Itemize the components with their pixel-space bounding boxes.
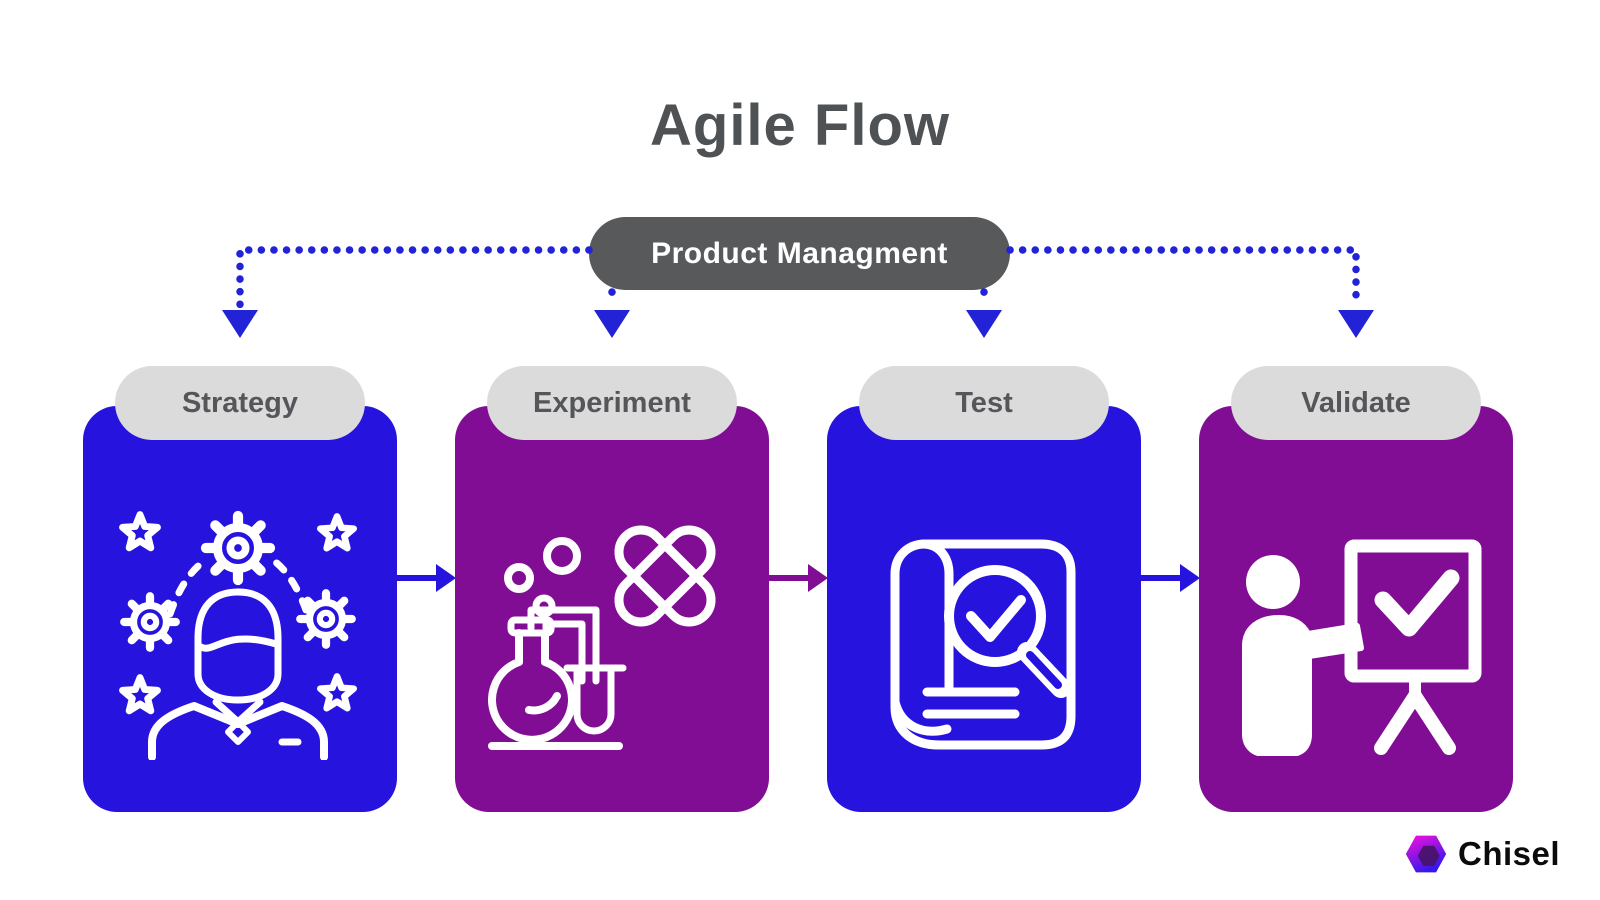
stage-label-pill-strategy: Strategy <box>115 366 365 440</box>
stage-label-pill-test: Test <box>859 366 1109 440</box>
product-management-node: Product Managment <box>589 217 1010 290</box>
stage-card-test: Test <box>827 366 1141 812</box>
stage-label-strategy: Strategy <box>181 386 299 419</box>
arrow-strategy-to-experiment <box>397 564 456 592</box>
brand-name: Chisel <box>1458 835 1561 872</box>
validate-presenter-board-check-icon <box>1242 539 1482 756</box>
arrow-test-to-validate <box>1141 564 1200 592</box>
product-management-label: Product Managment <box>651 236 948 270</box>
strategy-person-gears-stars-icon <box>118 510 358 760</box>
arrow-experiment-to-test <box>769 564 828 592</box>
stage-label-test: Test <box>955 386 1013 419</box>
stage-label-validate: Validate <box>1301 386 1411 419</box>
stage-label-experiment: Experiment <box>533 386 691 419</box>
stage-card-strategy: Strategy <box>83 366 397 812</box>
test-scroll-magnifier-check-icon <box>890 539 1076 750</box>
stage-card-experiment: Experiment <box>455 366 769 812</box>
page-title: Agile Flow <box>650 93 950 158</box>
stage-label-pill-experiment: Experiment <box>487 366 737 440</box>
chisel-logo: Chisel <box>1404 830 1560 878</box>
experiment-flask-bandage-icon <box>488 525 716 750</box>
stage-label-pill-validate: Validate <box>1231 366 1481 440</box>
down-arrowheads <box>222 310 1374 338</box>
stage-card-validate: Validate <box>1199 366 1513 812</box>
chisel-hexagon-icon <box>1405 835 1447 873</box>
